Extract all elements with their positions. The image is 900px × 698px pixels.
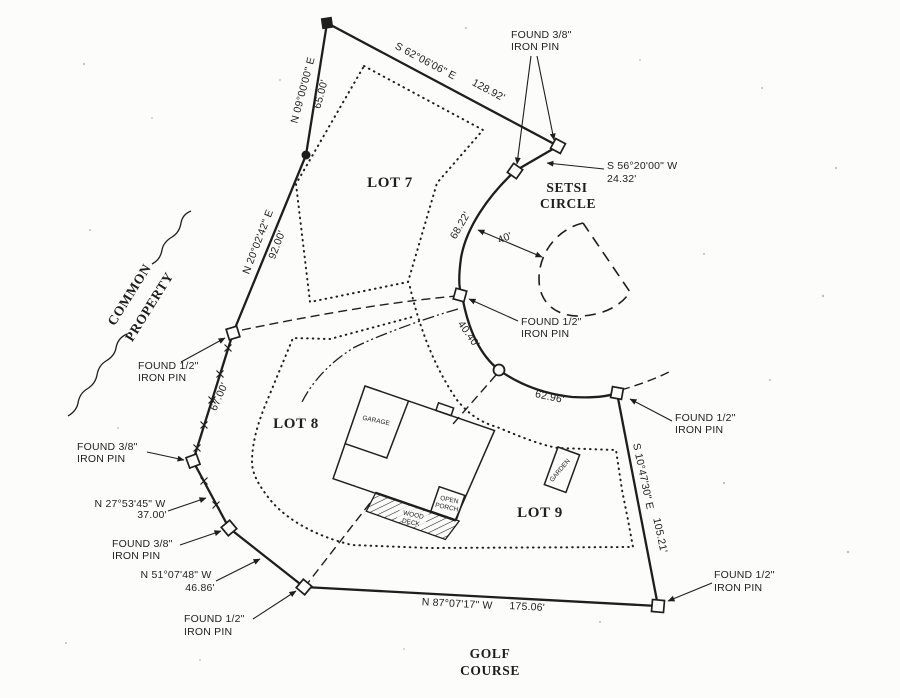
pin-label-upperleft-line1: FOUND 1/2" — [138, 360, 199, 372]
leader-right-pin — [629, 398, 673, 422]
pin-label-left-line1: FOUND 3/8" — [77, 441, 138, 453]
dashed-lines — [241, 222, 670, 585]
distance-s10: 105.21' — [650, 517, 669, 554]
set-stone-monument — [320, 16, 334, 30]
boundary-fence-course — [191, 332, 305, 588]
distance-n87: 175.06' — [509, 600, 545, 614]
squiggle-lower — [67, 333, 128, 417]
iron-pin-square-2 — [549, 137, 567, 155]
course-labels: N 09°00'00" E 65.00' N 20°02'42" E 92.00… — [95, 40, 678, 614]
iron-pin-square-5 — [650, 598, 666, 614]
leader-n51 — [215, 558, 261, 582]
wood-deck-label-line1: WOOD — [402, 510, 424, 521]
culdesac-radius-40: 40' — [496, 230, 514, 246]
scan-noise — [65, 27, 850, 661]
iron-pin-square-7 — [220, 519, 238, 537]
golf-course-label-line2: COURSE — [460, 663, 520, 678]
arc-distance-62: 62.96' — [534, 388, 565, 406]
pin-label-left-line2: IRON PIN — [77, 453, 125, 465]
deck-label-backing — [396, 503, 430, 529]
garden-shed-group: GARDEN — [543, 446, 581, 494]
bearing-n27: N 27°53'45" W — [95, 498, 166, 510]
driveway-dashed-lower — [306, 502, 371, 585]
golf-course-label-line1: GOLF — [470, 646, 511, 661]
open-porch-label-line1: OPEN — [440, 495, 460, 506]
pin-labels: FOUND 3/8" IRON PIN FOUND 1/2" IRON PIN … — [77, 29, 775, 638]
distance-n27: 37.00' — [137, 509, 166, 521]
house-group: GARAGE OPEN PORCH WOOD DECK — [332, 385, 496, 541]
distance-s56: 24.32' — [607, 173, 636, 185]
break-line-squiggles — [67, 210, 192, 417]
iron-pin-square-8 — [184, 452, 202, 470]
leader-culdesac-pin — [468, 298, 519, 322]
leader-top-pin-a — [514, 55, 532, 165]
leader-top-pin-b — [536, 55, 556, 141]
setback-lot8-lot9 — [250, 286, 635, 550]
iron-pin-square-6 — [295, 578, 313, 596]
culdesac-pavement-dashed — [538, 222, 631, 317]
pin-label-culdesac-line1: FOUND 1/2" — [521, 316, 582, 328]
pin-label-lowerleft-line2: IRON PIN — [112, 550, 160, 562]
bearing-n87: N 87°07'17" W — [421, 596, 492, 612]
leader-upperleft-pin — [180, 337, 226, 363]
arc-distance-40: 40.40' — [455, 319, 482, 350]
pin-label-bottom-line2: IRON PIN — [184, 626, 232, 638]
setsi-circle-label-line1: SETSI — [546, 180, 587, 195]
garage-interior-walls — [344, 400, 410, 459]
pin-label-top-line2: IRON PIN — [511, 41, 559, 53]
iron-pin-square-9 — [225, 325, 241, 341]
open-porch-label-line2: PORCH — [434, 502, 459, 514]
distance-n09: 65.00' — [311, 78, 330, 110]
pin-label-upperleft-line2: IRON PIN — [138, 372, 186, 384]
bearing-s56: S 56°20'00" W — [607, 160, 677, 172]
pin-label-right-line2: IRON PIN — [675, 424, 723, 436]
bearing-n51: N 51°07'48" W — [141, 569, 212, 581]
leader-left-pin — [146, 451, 185, 462]
boundary-culdesac-arc — [458, 170, 618, 399]
dimension-40ft — [477, 229, 543, 258]
leader-s56 — [546, 160, 605, 170]
driveway-dashed-upper — [241, 295, 457, 331]
found-point-dot — [301, 150, 311, 160]
pin-label-top-line1: FOUND 3/8" — [511, 29, 572, 41]
arc-point-circle — [492, 363, 506, 377]
entry-stoop — [434, 401, 455, 417]
right-of-way-dashed-east — [620, 371, 670, 391]
garage-label: GARAGE — [362, 415, 391, 428]
squiggle-upper — [151, 210, 192, 265]
setsi-circle-label-line2: CIRCLE — [540, 196, 596, 211]
pin-label-right-line1: FOUND 1/2" — [675, 412, 736, 424]
iron-pin-square-3 — [452, 287, 468, 303]
pin-label-culdesac-line2: IRON PIN — [521, 328, 569, 340]
leader-arrows — [146, 55, 713, 620]
leader-bottom-right-pin — [667, 582, 713, 602]
wood-deck-label-line2: DECK — [401, 518, 421, 529]
iron-pin-square-1 — [506, 162, 524, 180]
pin-label-bottomright-line1: FOUND 1/2" — [714, 569, 775, 581]
utility-dashed-line — [452, 374, 497, 425]
pin-label-bottomright-line2: IRON PIN — [714, 582, 762, 594]
leader-bottom-pin — [252, 590, 297, 620]
pin-label-bottom-line1: FOUND 1/2" — [184, 613, 245, 625]
house-outline — [332, 385, 496, 522]
setback-lines — [250, 64, 635, 550]
lot9-label: LOT 9 — [517, 505, 563, 521]
fence-tick-marks — [193, 344, 232, 509]
leader-lowerleft-pin — [179, 530, 222, 546]
distance-s62: 128.92' — [470, 77, 507, 104]
lot8-label: LOT 8 — [273, 416, 319, 432]
monuments — [184, 16, 666, 614]
iron-pin-square-4 — [609, 385, 625, 401]
dash-dot-line — [301, 308, 459, 403]
fence-distance-67: 67.00' — [208, 381, 231, 413]
arc-distance-68: 68.22' — [448, 210, 473, 242]
garden-shed-outline — [543, 446, 581, 494]
pin-label-lowerleft-line1: FOUND 3/8" — [112, 538, 173, 550]
lot7-label: LOT 7 — [367, 175, 413, 191]
setback-lot7 — [294, 64, 485, 304]
distance-n51: 46.86' — [185, 582, 214, 594]
boundary-south-east-lines — [303, 392, 660, 608]
leader-n27 — [167, 497, 207, 512]
